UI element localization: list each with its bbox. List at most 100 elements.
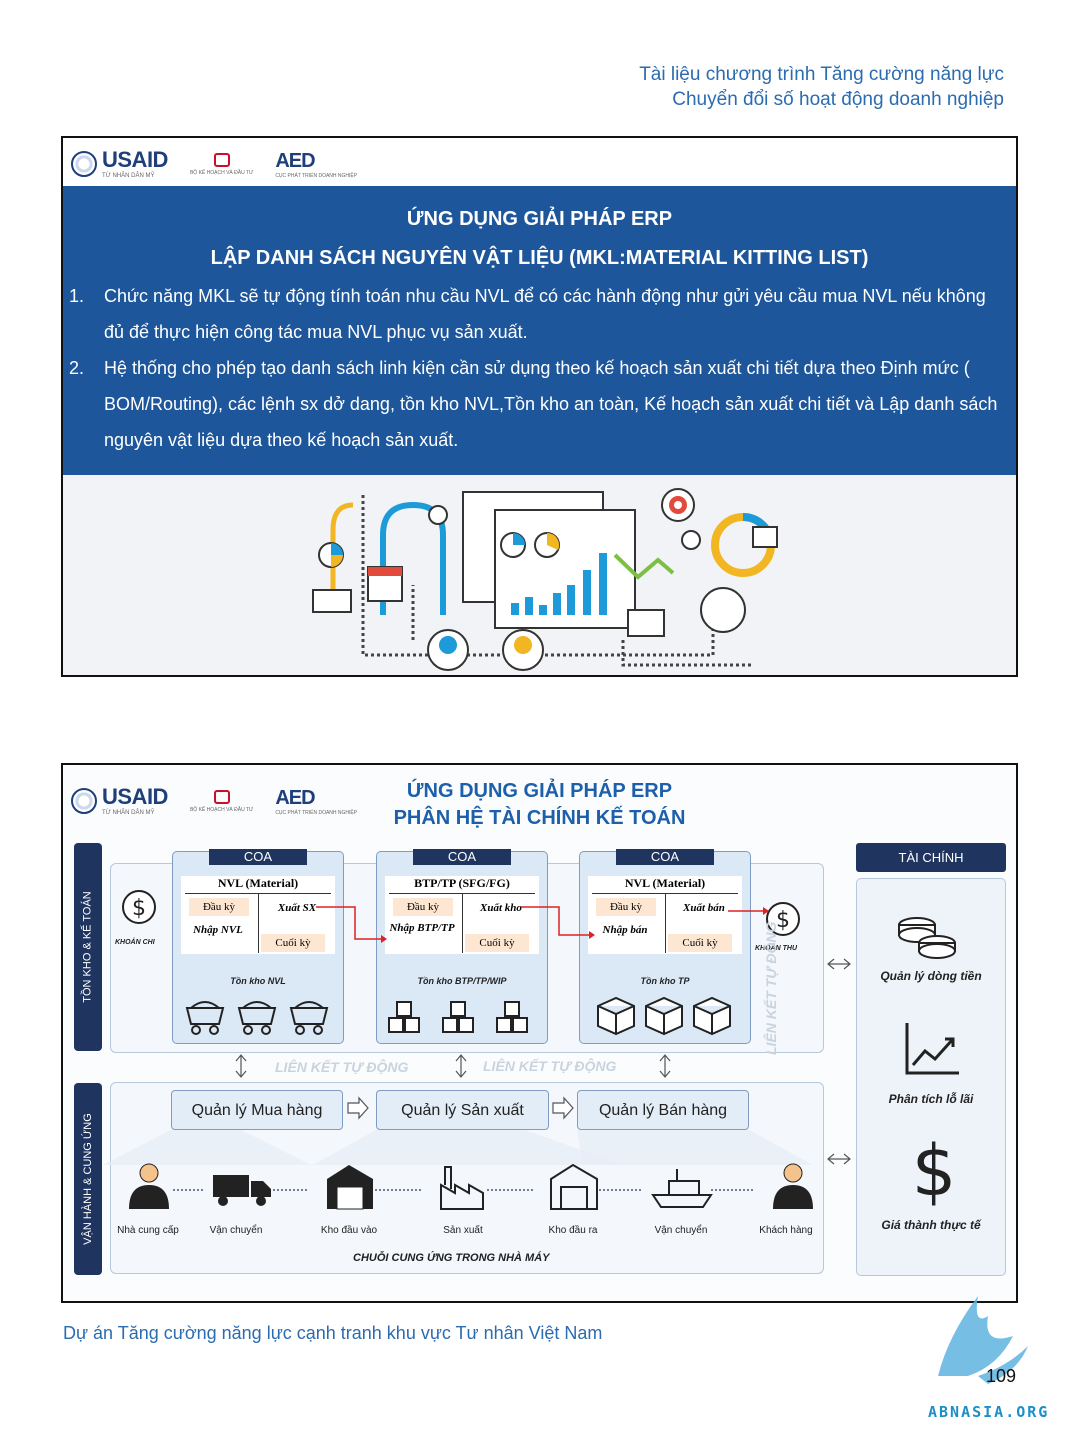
chain-label-output-warehouse: Kho đầu ra <box>548 1225 598 1236</box>
logo-bar: USAID TỪ NHÂN DÂN MỸ BỘ KẾ HOẠCH VÀ ĐẦU … <box>71 781 357 821</box>
coins-icon <box>898 917 956 959</box>
coa-header: BTP/TP (SFG/FG) <box>414 876 510 890</box>
revenue-label: KHOẢN THU <box>755 945 797 952</box>
document-header: Tài liệu chương trình Tăng cường năng lự… <box>639 62 1004 112</box>
slide2-title-2: PHÂN HỆ TÀI CHÍNH KẾ TOÁN <box>393 807 686 829</box>
coa-tag: COA <box>413 849 511 865</box>
ship-icon <box>651 1169 713 1208</box>
factory-icon <box>440 1166 484 1210</box>
mpi-emblem-icon <box>213 789 230 804</box>
aed-tagline: CỤC PHÁT TRIỂN DOANH NGHIỆP <box>275 172 358 179</box>
coa-opening: Đầu kỳ <box>393 898 453 916</box>
coa-tag: COA <box>209 849 307 865</box>
analytics-illustration <box>63 475 1016 675</box>
slide2-title-1: ỨNG DỤNG GIẢI PHÁP ERP <box>406 780 673 802</box>
dollar-icon: $ <box>766 902 800 936</box>
auto-link-label: LIÊN KẾT TỰ ĐỘNG <box>275 1059 409 1075</box>
slide1-title-2: LẬP DANH SÁCH NGUYÊN VẬT LIỆU (MKL:MATER… <box>210 247 869 269</box>
cashflow-label: Quản lý dòng tiền <box>880 969 982 983</box>
watermark-text: ABNASIA.ORG <box>928 1403 1050 1421</box>
supply-chain-title: CHUỖI CUNG ỨNG TRONG NHÀ MÁY <box>353 1252 550 1264</box>
finance-area: Quản lý dòng tiền Phân tích lỗ lãi $ Giá… <box>856 878 1006 1276</box>
purchasing-management-box: Quản lý Mua hàng <box>171 1090 343 1130</box>
auto-link-label: LIÊN KẾT TỰ ĐỘNG <box>483 1058 617 1074</box>
coa-closing: Cuối kỳ <box>465 934 529 952</box>
warehouse-icon <box>550 1163 598 1210</box>
footer-text: Dự án Tăng cường năng lực cạnh tranh khu… <box>63 1323 603 1343</box>
usaid-logo: USAID TỪ NHÂN DÂN MỸ <box>71 149 168 179</box>
stock-label: Tồn kho TP <box>640 976 690 986</box>
tab-operations-supply: VẬN HÀNH & CUNG ỨNG <box>74 1083 102 1275</box>
chain-label-supplier: Nhà cung cấp <box>117 1225 179 1236</box>
warehouse-icon <box>327 1165 373 1210</box>
stock-label: Tồn kho BTP/TP/WIP <box>417 976 507 986</box>
usaid-wordmark: USAID <box>102 784 168 809</box>
usaid-wordmark: USAID <box>102 147 168 172</box>
expense-label: KHOẢN CHI <box>115 939 155 946</box>
aed-wordmark: AED <box>275 786 315 809</box>
mpi-tagline: BỘ KẾ HOẠCH VÀ ĐẦU TƯ <box>189 806 254 813</box>
flow-arrows <box>103 906 851 1191</box>
page-number: 109 <box>986 1366 1017 1386</box>
aed-tagline: CỤC PHÁT TRIỂN DOANH NGHIỆP <box>275 809 358 816</box>
aed-logo: AED CỤC PHÁT TRIỂN DOANH NGHIỆP <box>275 150 357 179</box>
usaid-seal-icon <box>71 788 97 814</box>
actual-cost-label: Giá thành thực tế <box>881 1218 981 1232</box>
supplier-icon <box>129 1163 169 1209</box>
chain-label-input-warehouse: Kho đầu vào <box>320 1225 378 1236</box>
stock-label: Tồn kho NVL <box>230 976 286 986</box>
box-stack-icons <box>388 1001 528 1033</box>
logo-bar: USAID TỪ NHÂN DÂN MỸ BỘ KẾ HOẠCH VÀ ĐẦU … <box>71 144 357 184</box>
analytics-illustration-graphic <box>312 488 778 671</box>
coa-out: Xuất bán <box>683 902 725 914</box>
usaid-tagline: TỪ NHÂN DÂN MỸ <box>102 173 155 179</box>
mpi-logo: BỘ KẾ HOẠCH VÀ ĐẦU TƯ <box>189 789 254 813</box>
coa-box-material: COA NVL (Material) Đầu kỳ Xuất SX Nhập N… <box>172 849 344 1044</box>
mkl-text-band: ỨNG DỤNG GIẢI PHÁP ERP LẬP DANH SÁCH NGU… <box>63 186 1016 475</box>
coa-closing: Cuối kỳ <box>668 934 732 952</box>
coa-tag: COA <box>616 849 714 865</box>
production-management-box: Quản lý Sản xuất <box>376 1090 549 1130</box>
list-item-text: Hệ thống cho phép tạo danh sách linh kiệ… <box>104 358 998 450</box>
chain-label-transport: Vận chuyển <box>654 1225 708 1236</box>
coa-out: Xuất SX <box>277 902 317 914</box>
coa-in: Nhập NVL <box>193 924 243 936</box>
sales-management-box: Quản lý Bán hàng <box>577 1090 749 1130</box>
coa-box-sfg-fg: COA BTP/TP (SFG/FG) Đầu kỳ Xuất kho Nhập… <box>376 849 548 1044</box>
truck-icon <box>213 1175 271 1206</box>
mpi-tagline: BỘ KẾ HOẠCH VÀ ĐẦU TƯ <box>189 169 254 176</box>
profit-loss-label: Phân tích lỗ lãi <box>888 1092 974 1106</box>
usaid-tagline: TỪ NHÂN DÂN MỸ <box>102 810 155 816</box>
mine-cart-icons <box>185 1001 329 1035</box>
chain-label-transport: Vận chuyển <box>209 1225 263 1236</box>
finance-title: TÀI CHÍNH <box>856 843 1006 872</box>
auto-link-vertical-label: LIÊN KẾT TỰ ĐỘNG <box>763 921 779 1055</box>
package-icons <box>597 996 731 1036</box>
list-item-number: 2. <box>69 358 85 378</box>
coa-opening: Đầu kỳ <box>189 898 249 916</box>
svg-text:$: $ <box>912 1130 957 1209</box>
svg-text:$: $ <box>776 908 790 933</box>
trend-chart-icon <box>905 1023 959 1075</box>
header-line-2: Chuyển đổi số hoạt động doanh nghiệp <box>672 89 1004 110</box>
dollar-sign-icon: $ <box>912 1130 957 1209</box>
coa-closing: Cuối kỳ <box>261 934 325 952</box>
coa-out: Xuất kho <box>480 902 522 914</box>
svg-text:$: $ <box>132 896 146 921</box>
aed-logo: AED CỤC PHÁT TRIỂN DOANH NGHIỆP <box>275 787 357 816</box>
coa-opening: Đầu kỳ <box>596 898 656 916</box>
usaid-seal-icon <box>71 151 97 177</box>
coa-in: Nhập bán <box>602 924 648 936</box>
usaid-logo: USAID TỪ NHÂN DÂN MỸ <box>71 786 168 816</box>
header-line-1: Tài liệu chương trình Tăng cường năng lự… <box>639 64 1004 85</box>
list-item-text: Chức năng MKL sẽ tự động tính toán nhu c… <box>104 286 986 342</box>
coa-header: NVL (Material) <box>624 876 706 890</box>
dollar-icon: $ <box>122 890 156 924</box>
chain-label-production: Sản xuất <box>443 1225 483 1236</box>
customer-icon <box>773 1163 813 1209</box>
coa-in: Nhập BTP/TP <box>389 922 455 934</box>
slide1-title-1: ỨNG DỤNG GIẢI PHÁP ERP <box>406 208 673 230</box>
list-item-number: 1. <box>69 286 85 306</box>
slide-mkl: USAID TỪ NHÂN DÂN MỸ BỘ KẾ HOẠCH VÀ ĐẦU … <box>61 136 1018 677</box>
tab-inventory-accounting: TỒN KHO & KẾ TOÁN <box>74 843 102 1051</box>
